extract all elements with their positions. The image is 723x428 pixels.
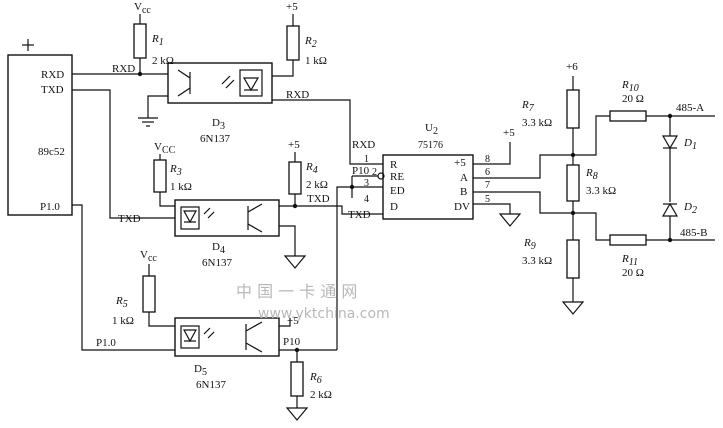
bus-b-label: 485-B [680,227,708,239]
d1-label: D1 [683,137,697,152]
net-label-rxd: RXD [112,63,135,75]
r5-value: 1 kΩ [112,315,134,327]
net-label-p1-0: P1.0 [96,337,116,349]
resistor-r5: Vcc R5 1 kΩ [112,249,175,327]
u2-pin-ed: ED [390,185,405,197]
r7-plus6: +6 [566,61,578,73]
mcu-name: 89c52 [38,146,65,158]
net-label-txd-3: TXD [348,209,371,221]
r11-value: 20 Ω [622,267,644,279]
net-label-p10-2: P10 [352,165,370,177]
r6-value: 2 kΩ [310,389,332,401]
r5-vcc-label: Vcc [140,249,157,264]
optocoupler-d5: D5 6N137 [174,317,280,391]
u2-n5: 5 [485,194,490,205]
junction-r4 [292,203,298,209]
r10-value: 20 Ω [622,93,644,105]
transceiver-u2: U2 75176 R RE ED D +5 A B DV 1 2 3 4 5 6… [364,122,490,220]
r2-plus5: +5 [286,1,298,13]
r8-label: R8 [585,167,598,182]
u2-n3: 3 [364,178,369,189]
r8-value: 3.3 kΩ [586,185,616,197]
optocoupler-d4: D4 6N137 [174,199,280,269]
r3-value: 1 kΩ [170,181,192,193]
u2-pin-b: B [460,186,467,198]
net-label-txd-2: TXD [307,193,330,205]
r9-value: 3.3 kΩ [522,255,552,267]
resistor-r9: R9 3.3 kΩ [522,237,585,315]
r9-label: R9 [523,237,536,252]
u2-pin-re: RE [390,171,404,183]
d3-label: D3 [212,117,225,132]
watermark-cn: 中 国 一 卡 通 网 [236,282,357,301]
resistor-r1: Vcc R1 2 kΩ [133,1,174,74]
mcu-pin-txd: TXD [41,84,64,96]
resistor-r3: VCC R3 1 kΩ [153,141,192,207]
wires-mcu [72,73,175,351]
u2-n7: 7 [485,180,490,191]
bus-a-label: 485-A [676,102,704,114]
u2-pin-vcc: +5 [454,157,466,169]
r4-label: R4 [305,161,318,176]
r10-label: R10 [621,79,639,94]
junction-r1 [137,71,143,77]
r6-label: R6 [309,371,322,386]
net-label-p10: P10 [283,336,301,348]
u2-n4: 4 [364,194,369,205]
u2-plus5: +5 [503,127,515,139]
u2-pin-r: R [390,159,398,171]
watermark-url: www.yktchina.com [258,306,390,322]
r2-label: R2 [304,35,317,50]
resistor-r8: R8 3.3 kΩ [566,164,616,240]
d2-label: D2 [683,201,697,216]
r7-label: R7 [521,99,535,114]
resistor-r6: R6 2 kΩ [285,350,332,421]
r4-plus5: +5 [288,139,300,151]
resistor-r4: +5 R4 2 kΩ [288,139,328,206]
r7-value: 3.3 kΩ [522,117,552,129]
junction-re-ed [349,184,355,190]
u2-n2: 2 [372,167,377,178]
junction-d1 [667,113,673,119]
u2-n8: 8 [485,154,490,165]
diode-d2: D2 [661,201,697,240]
r4-value: 2 kΩ [306,179,328,191]
junction-d2 [667,237,673,243]
u2-re-bubble [377,172,385,180]
r1-label: R1 [151,33,164,48]
net-label-rxd-2: RXD [286,89,309,101]
mcu-pin-p10: P1.0 [40,201,60,213]
r5-label: R5 [115,295,128,310]
u2-part: 75176 [418,140,443,151]
u2-pin-a: A [460,172,468,184]
r2-value: 1 kΩ [305,55,327,67]
mcu-pin-rxd: RXD [41,69,64,81]
mcu-89c52: 89c52 RXD TXD P1.0 [7,39,73,216]
u2-n6: 6 [485,167,490,178]
r3-vcc-label: VCC [154,141,176,156]
d4-part: 6N137 [202,257,232,269]
u2-pin-d: D [390,201,398,213]
net-label-rxd-3: RXD [352,139,375,151]
r1-value: 2 kΩ [152,55,174,67]
resistor-r10: R10 20 Ω [609,79,715,122]
resistor-r11: R11 20 Ω [609,234,715,279]
junction-r6 [294,347,300,353]
u2-n1: 1 [364,154,369,165]
r11-label: R11 [621,253,638,268]
r1-vcc-label: Vcc [134,1,151,16]
r3-label: R3 [169,163,182,178]
resistor-r7: +6 R7 3.3 kΩ [521,61,580,165]
d3-part: 6N137 [200,133,230,145]
net-label-txd: TXD [118,213,141,225]
resistor-r2: +5 R2 1 kΩ [272,1,327,77]
optocoupler-d3: D3 6N137 [167,62,273,145]
diode-d1: D1 [661,116,697,202]
d4-label: D4 [212,241,225,256]
u2-pin-dv: DV [454,201,470,213]
u2-label: U2 [425,122,438,137]
d5-label: D5 [194,363,207,378]
d5-part: 6N137 [196,379,226,391]
